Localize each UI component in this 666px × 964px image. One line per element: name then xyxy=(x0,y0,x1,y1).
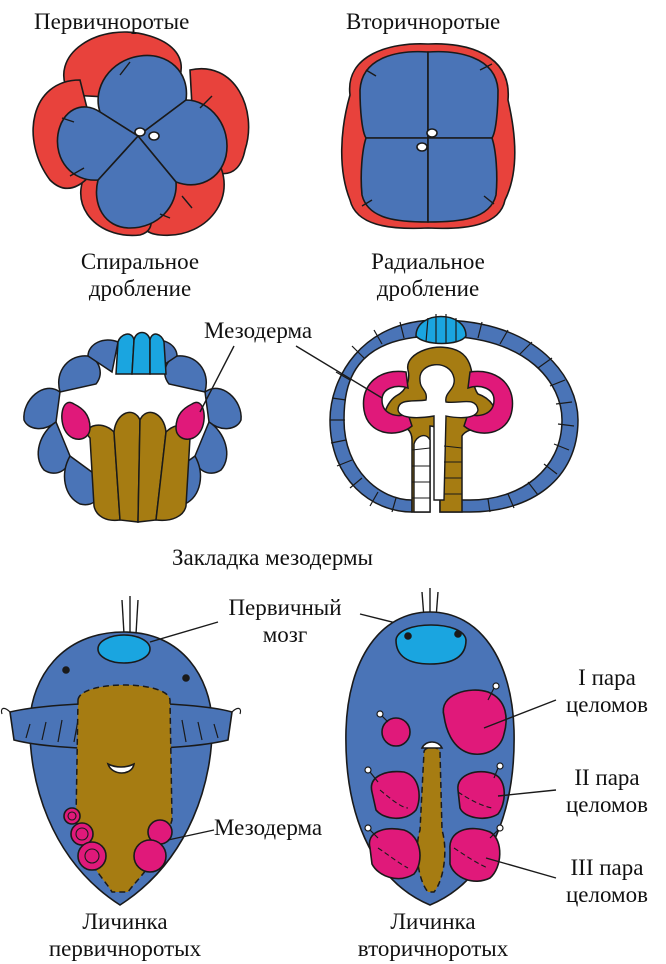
label-spiral-line2: дробление xyxy=(50,275,230,302)
deuterostome-larva xyxy=(346,588,514,905)
label-coelom2-line1: II пара xyxy=(548,764,666,791)
label-coelom3: III пара целомов xyxy=(548,854,666,908)
label-larva-proto-line1: Личинка xyxy=(30,908,220,935)
apical-cells-cyan xyxy=(116,333,166,375)
spiral-cleavage-embryo xyxy=(33,32,248,235)
label-radial-cleavage: Радиальное дробление xyxy=(336,248,520,302)
inner-cavity xyxy=(414,436,430,512)
label-coelom3-line1: III пара xyxy=(548,854,666,881)
label-deuterostomes: Вторичноротые xyxy=(346,8,500,35)
label-coelom1-line1: I пара xyxy=(548,664,666,691)
label-larva-protostomes: Личинка первичноротых xyxy=(30,908,220,962)
label-larva-deuterostomes: Личинка вторичноротых xyxy=(338,908,528,962)
deuterostome-gastrula xyxy=(296,314,578,512)
radial-cleavage-embryo xyxy=(342,44,515,229)
label-protostomes: Первичноротые xyxy=(34,8,189,35)
label-coelom1-line2: целомов xyxy=(548,691,666,718)
label-coelom1: I пара целомов xyxy=(548,664,666,718)
apical-tuft xyxy=(122,596,138,634)
label-larva-deutero-line2: вторичноротых xyxy=(338,935,528,962)
label-spiral-line1: Спиральное xyxy=(50,248,230,275)
label-larva-proto-line2: первичноротых xyxy=(30,935,220,962)
label-radial-line2: дробление xyxy=(336,275,520,302)
label-mesoderm-formation: Закладка мезодермы xyxy=(172,544,373,571)
label-radial-line1: Радиальное xyxy=(336,248,520,275)
label-primary-brain-line1: Первичный xyxy=(200,594,370,621)
label-larva-deutero-line1: Личинка xyxy=(338,908,528,935)
eyespot xyxy=(63,667,69,673)
eyespot xyxy=(183,675,189,681)
label-spiral-cleavage: Спиральное дробление xyxy=(50,248,230,302)
label-coelom3-line2: целомов xyxy=(548,881,666,908)
label-mesoderm-top: Мезодерма xyxy=(204,317,312,344)
label-primary-brain-line2: мозг xyxy=(200,621,370,648)
primary-brain xyxy=(98,635,150,663)
protostome-gastrula xyxy=(24,333,241,523)
label-mesoderm-bottom: Мезодерма xyxy=(214,814,322,841)
primary-brain xyxy=(396,625,466,664)
label-coelom2-line2: целомов xyxy=(548,791,666,818)
label-primary-brain: Первичный мозг xyxy=(200,594,370,648)
label-coelom2: II пара целомов xyxy=(548,764,666,818)
